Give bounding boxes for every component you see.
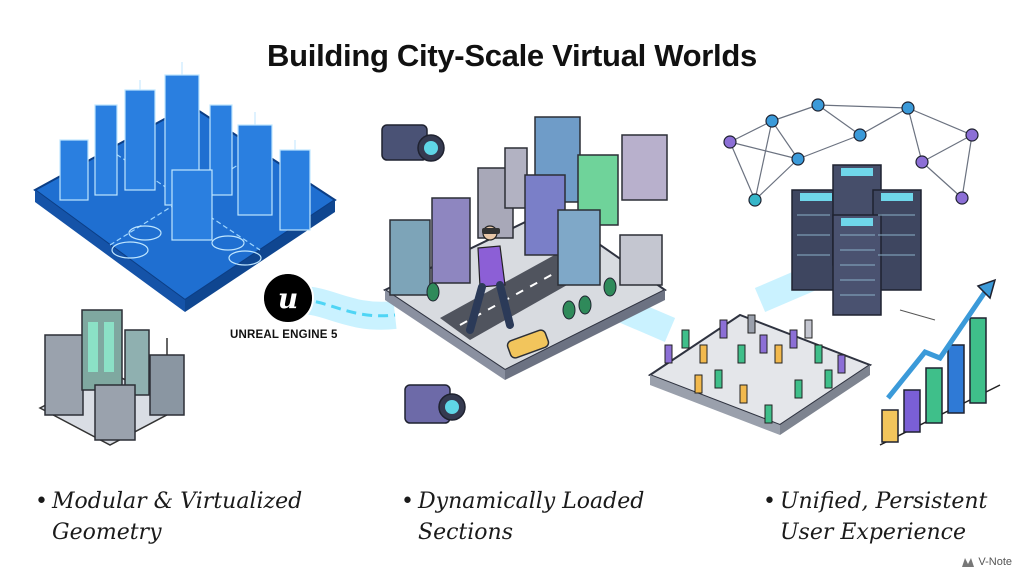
bullet-line-2: Geometry (52, 520, 162, 545)
bullet-line-1: Modular & Virtualized (52, 489, 303, 514)
unreal-engine-logo: u (262, 272, 314, 324)
slide-title: Building City-Scale Virtual Worlds (267, 38, 757, 73)
streaming-city-block-icon (382, 116, 668, 380)
camera-icon (381, 124, 445, 162)
blueprint-city-icon (33, 62, 337, 312)
bullet-marker: • (401, 489, 414, 514)
network-mesh-icon (723, 98, 979, 207)
bullet-modular-geometry: • Modular & Virtualized Geometry (35, 486, 352, 548)
bullet-line-1: Unified, Persistent (780, 489, 988, 514)
server-racks-icon (791, 164, 922, 316)
crowd-platform-icon (647, 313, 873, 435)
growth-chart-icon (879, 278, 1001, 446)
watermark: V-Note (962, 556, 1012, 568)
bullet-dynamic-sections: • Dynamically Loaded Sections (401, 486, 718, 548)
watermark-label: V-Note (978, 556, 1012, 568)
bullet-marker: • (35, 489, 48, 514)
bullet-line-2: Sections (418, 520, 513, 545)
bullet-unified-experience: • Unified, Persistent User Experience (763, 486, 1020, 548)
v-note-logo-icon (962, 557, 975, 567)
bullet-marker: • (763, 489, 776, 514)
bullet-line-1: Dynamically Loaded (418, 489, 645, 514)
modular-buildings-icon (38, 309, 185, 446)
unreal-engine-label: UNREAL ENGINE 5 (230, 329, 338, 341)
data-stream-left (299, 286, 397, 330)
camera-icon (404, 384, 466, 424)
svg-text:u: u (278, 282, 298, 315)
bullet-line-2: User Experience (780, 520, 967, 545)
vr-user-walking-icon (466, 225, 514, 334)
